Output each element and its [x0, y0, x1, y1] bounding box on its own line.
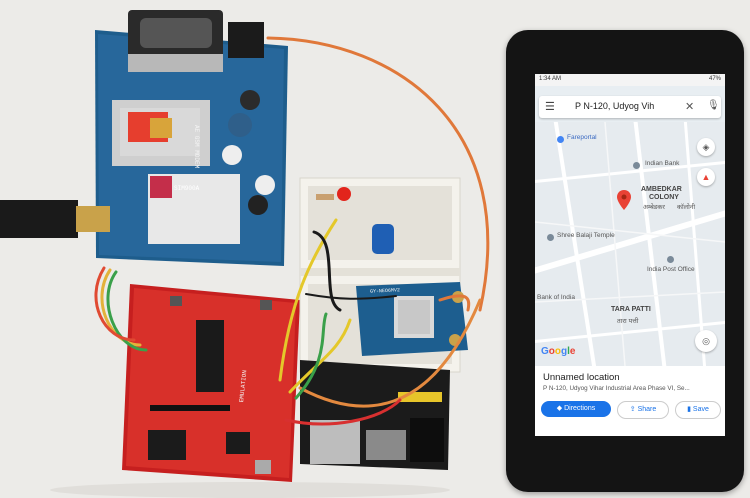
map-label-indian-bank: Indian Bank	[645, 160, 680, 167]
search-bar[interactable]: ☰ P N-120, Udyog Vih ✕ 🎙	[539, 96, 721, 118]
map-label-india-post: India Post Office	[647, 266, 695, 273]
location-address: P N-120, Udyog Vihar Industrial Area Pha…	[543, 385, 690, 392]
share-button[interactable]: ⇪ Share	[617, 401, 669, 419]
compass-icon[interactable]: ▲	[697, 168, 715, 186]
poi-marker[interactable]	[633, 162, 640, 169]
hamburger-icon[interactable]: ☰	[545, 101, 555, 113]
gsm-modem-label: AE GSM MODEM	[193, 125, 200, 169]
poi-marker[interactable]	[557, 136, 564, 143]
map-label-ambedkar: AMBEDKAR	[641, 186, 682, 193]
map-label-tara-patti: TARA PATTI	[611, 306, 651, 313]
directions-button[interactable]: ◆ Directions	[541, 401, 611, 417]
map-view[interactable]: Fareportal Indian Bank AMBEDKAR COLONY अ…	[535, 116, 725, 373]
save-label: Save	[692, 406, 709, 413]
phone-screen: 1:34 AM 47% Fareportal Indian Bank AMBED…	[535, 74, 725, 436]
launchpad-board	[122, 284, 300, 482]
map-label-colony-hi: कॉलोनी	[677, 204, 696, 211]
close-icon[interactable]: ✕	[685, 101, 695, 113]
save-button[interactable]: ▮ Save	[675, 401, 721, 419]
location-pin-icon[interactable]	[617, 190, 631, 210]
location-title: Unnamed location	[543, 372, 620, 383]
map-label-ambedkar-hi: अम्बेडकर	[643, 204, 665, 211]
location-sheet[interactable]: Unnamed location P N-120, Udyog Vihar In…	[535, 366, 725, 436]
status-bar: 1:34 AM 47%	[535, 74, 725, 86]
my-location-icon[interactable]: ◎	[695, 330, 717, 352]
search-query[interactable]: P N-120, Udyog Vih	[575, 101, 655, 111]
map-label-tara-patti-hi: तारा पत्ती	[617, 318, 639, 325]
poi-marker[interactable]	[667, 256, 674, 263]
gsm-modem-board	[0, 10, 288, 266]
map-label-shree-balaji: Shree Balaji Temple	[557, 232, 615, 239]
battery-level: 47%	[708, 76, 721, 82]
share-label: Share	[637, 406, 657, 413]
status-time: 1:34 AM	[539, 76, 562, 82]
map-label-colony: COLONY	[649, 194, 679, 201]
directions-label: Directions	[564, 405, 596, 412]
map-roads	[535, 116, 725, 373]
map-label-bank-of-india: Bank of India	[537, 294, 575, 301]
google-logo: Google	[541, 346, 576, 357]
mic-icon[interactable]: 🎙	[707, 100, 720, 111]
layers-icon[interactable]: ◈	[697, 138, 715, 156]
sim900a-label: SIM900A	[174, 185, 200, 192]
map-label-fareportal: Fareportal	[567, 134, 597, 141]
poi-marker[interactable]	[547, 234, 554, 241]
wires	[94, 36, 490, 426]
